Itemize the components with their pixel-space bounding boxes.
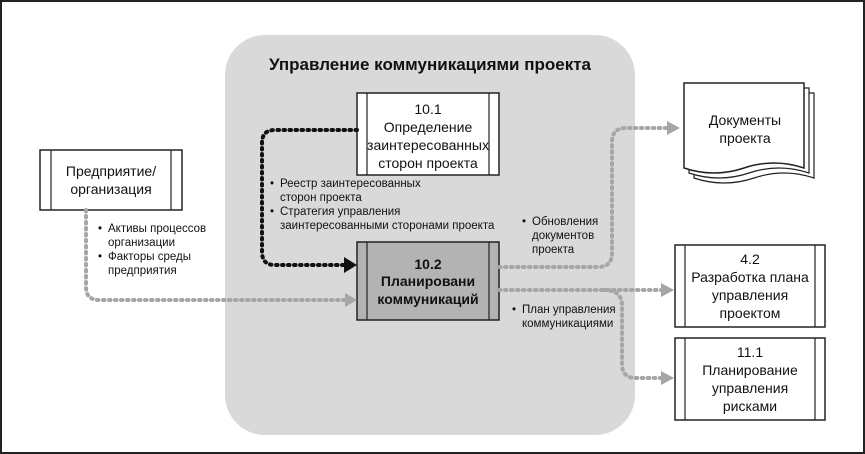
- flow-label-text: Реестр заинтересованных сторон проекта: [280, 178, 421, 204]
- project-documents-shape: [683, 82, 815, 184]
- project-documents-label: Документы проекта: [708, 112, 782, 146]
- box-plan-communications: [356, 241, 500, 321]
- flow-label-item: •Обновления документов проекта: [522, 216, 599, 256]
- identify-number: 10.1: [414, 101, 442, 117]
- arrowhead-gray: [661, 283, 674, 297]
- flow-label-text: Стратегия управления заинтересованными с…: [280, 206, 495, 232]
- arrowhead-gray: [667, 121, 680, 135]
- flow-identify-to-plan: [260, 128, 359, 267]
- identify-name: Определение заинтересованных сторон прое…: [367, 119, 489, 171]
- box-develop-pm-plan: [674, 244, 826, 328]
- box-plan-risk-management: [674, 337, 826, 421]
- risk-plan-number: 11.1: [736, 344, 764, 360]
- flow-label-item: •Реестр заинтересованных сторон проекта: [270, 178, 421, 204]
- plan-name: Планировани коммуникаций: [377, 273, 479, 307]
- flow-enterprise-to-plan: [84, 208, 348, 302]
- flow-plan-to-risk: [602, 288, 664, 380]
- flow-label-list: •Реестр заинтересованных сторон проекта …: [270, 177, 500, 233]
- arrowhead-gray: [345, 293, 357, 307]
- flow-plan-to-documents: [497, 126, 670, 269]
- box-identify-stakeholders: [356, 92, 500, 176]
- risk-plan-name: Планирование управления рисками: [702, 362, 798, 414]
- arrowhead-black: [344, 257, 357, 273]
- flow-label-list: •План управления коммуникациями: [512, 303, 632, 331]
- flow-label-item: •Стратегия управления заинтересованными …: [270, 206, 495, 232]
- flow-label-item: •Факторы среды предприятия: [98, 251, 191, 277]
- enterprise-label: Предприятие/ организация: [65, 163, 157, 197]
- process-group-area: [225, 35, 635, 435]
- flow-label-text: Факторы среды предприятия: [108, 251, 191, 277]
- flow-label-text: Обновления документов проекта: [532, 216, 599, 256]
- flow-label-item: •План управления коммуникациями: [512, 304, 616, 330]
- pm-plan-number: 4.2: [740, 251, 760, 267]
- flow-label-list: •Обновления документов проекта: [522, 215, 622, 257]
- flow-label-item: •Активы процессов организации: [98, 223, 207, 249]
- box-enterprise: [39, 149, 183, 211]
- arrowhead-gray: [661, 371, 674, 385]
- process-group-title: Управление коммуникациями проекта: [268, 55, 592, 74]
- flow-label-list: •Активы процессов организации •Факторы с…: [98, 222, 248, 278]
- flow-label-text: Активы процессов организации: [108, 223, 207, 249]
- plan-number: 10.2: [414, 256, 442, 272]
- flow-label-text: План управления коммуникациями: [522, 304, 616, 330]
- pm-plan-name: Разработка плана управления проектом: [691, 269, 809, 321]
